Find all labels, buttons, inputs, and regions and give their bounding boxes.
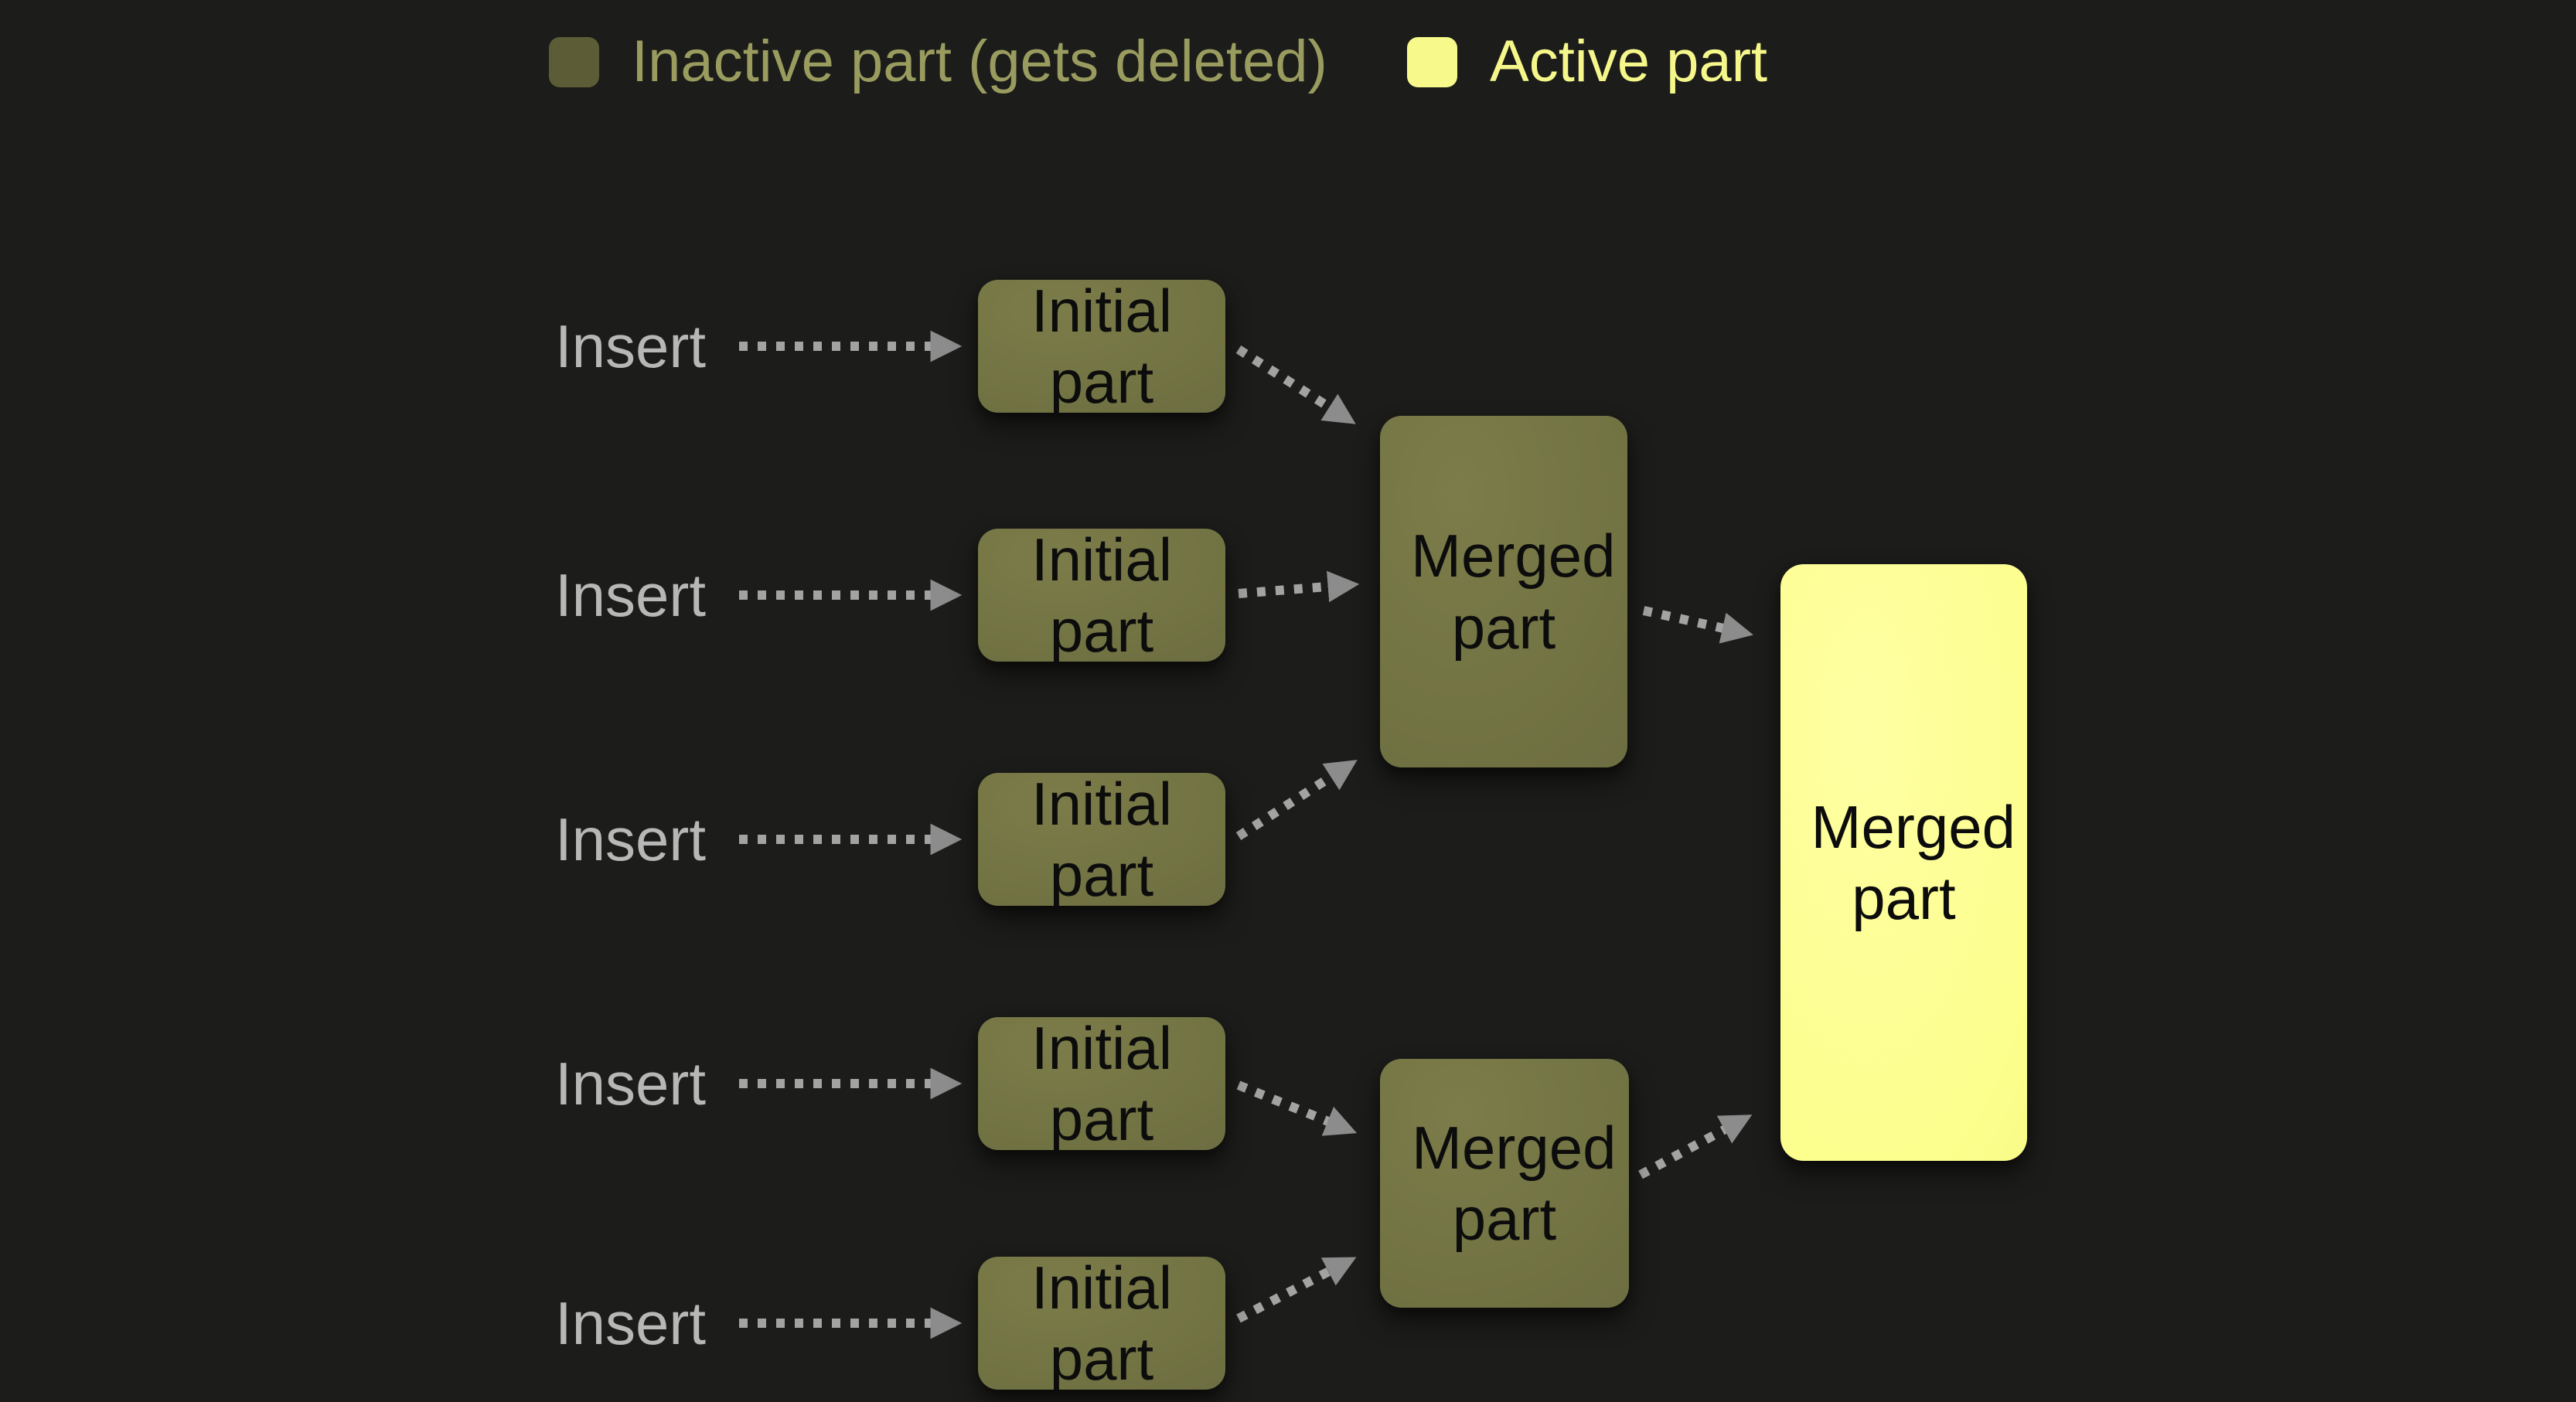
initial-part-node-1: Initial part — [978, 277, 1225, 416]
node-label: Initial part — [1031, 276, 1173, 416]
insert-label-4: Insert — [555, 1050, 707, 1118]
initial-part-node-2: Initial part — [978, 526, 1225, 665]
merged-part-node-final-active: Merged part — [1780, 564, 2027, 1161]
legend-label-inactive: Inactive part (gets deleted) — [632, 29, 1327, 94]
initial-part-node-4: Initial part — [978, 1014, 1225, 1153]
node-label: Merged part — [1411, 522, 1616, 662]
node-label: Merged part — [1412, 1113, 1617, 1253]
merged-part-node-top: Merged part — [1380, 416, 1627, 767]
insert-label-5: Insert — [555, 1289, 707, 1357]
insert-label-2: Insert — [555, 561, 707, 629]
initial-part-node-3: Initial part — [978, 770, 1225, 909]
initial-to-merged-arrows — [1235, 345, 1360, 1323]
inactive-swatch-icon — [549, 36, 599, 87]
insert-arrows — [739, 330, 963, 1339]
node-label: Initial part — [1031, 769, 1173, 909]
node-label: Merged part — [1811, 792, 2015, 932]
node-label: Initial part — [1031, 1253, 1173, 1393]
insert-label-1: Insert — [555, 312, 707, 380]
merged-to-final-arrows — [1638, 606, 1753, 1179]
legend-label-active: Active part — [1490, 29, 1768, 94]
legend-item-active: Active part — [1407, 31, 1767, 93]
active-swatch-icon — [1407, 36, 1457, 87]
legend-item-inactive: Inactive part (gets deleted) — [549, 31, 1327, 93]
node-label: Initial part — [1031, 525, 1173, 665]
merged-part-node-bottom: Merged part — [1380, 1059, 1629, 1308]
insert-label-3: Insert — [555, 805, 707, 873]
initial-part-node-5: Initial part — [978, 1254, 1225, 1393]
node-label: Initial part — [1031, 1013, 1173, 1153]
